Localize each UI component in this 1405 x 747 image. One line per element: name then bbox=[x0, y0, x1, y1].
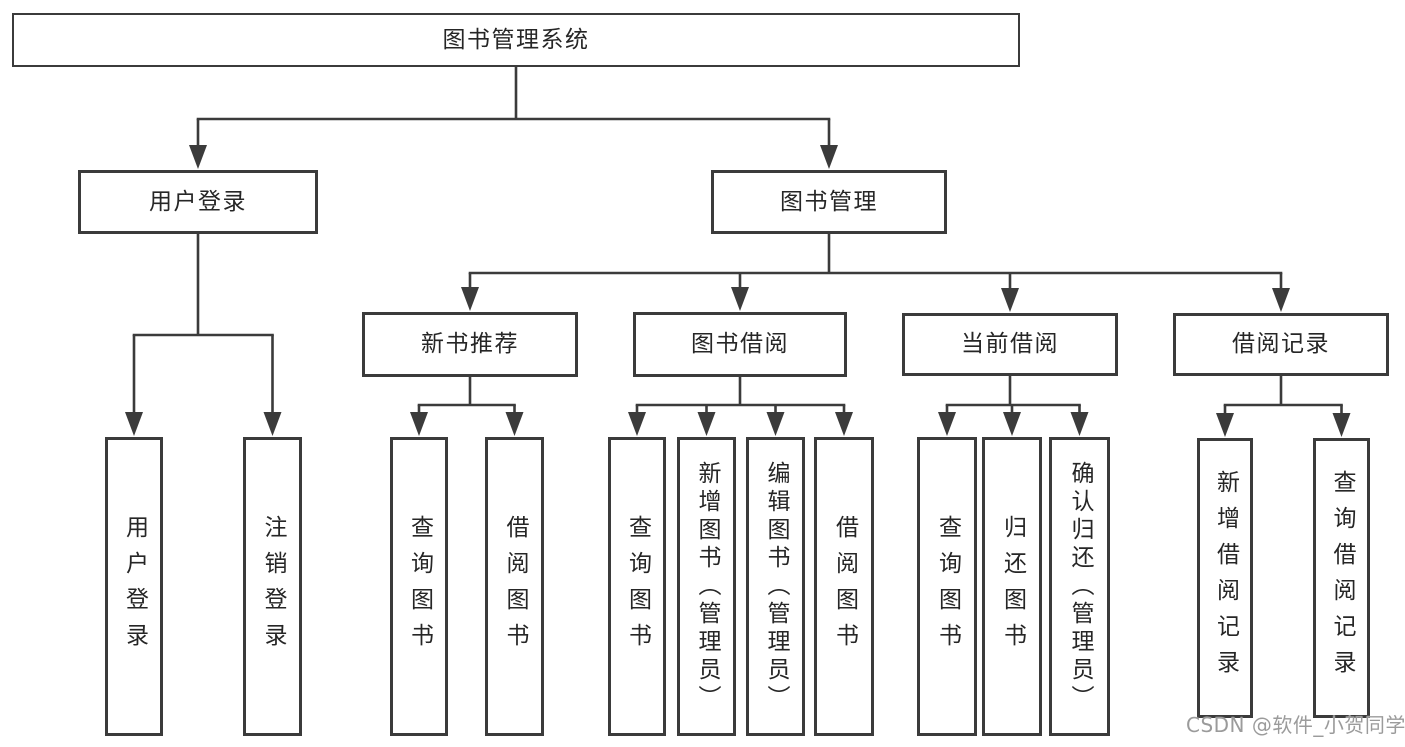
node-label: 借阅图书 bbox=[502, 514, 528, 659]
node-label: 图书管理系统 bbox=[442, 26, 590, 53]
node-bb-borrow-books: 借阅图书 bbox=[814, 437, 874, 736]
arrowhead-down-icon bbox=[1001, 288, 1019, 312]
node-label: 图书管理 bbox=[780, 188, 878, 215]
node-borrowing-records: 借阅记录 bbox=[1173, 313, 1389, 376]
arrowhead-down-icon bbox=[697, 412, 716, 436]
node-label: 查询图书 bbox=[624, 514, 651, 659]
arrowhead-down-icon bbox=[1272, 288, 1290, 312]
node-label: 图书借阅 bbox=[691, 331, 789, 357]
node-login: 用户登录 bbox=[105, 437, 163, 736]
node-label: 查询图书 bbox=[406, 514, 433, 659]
node-label: 新书推荐 bbox=[421, 331, 519, 357]
node-bb-add-books: 新增图书（管理员） bbox=[677, 437, 736, 736]
node-current-borrowing: 当前借阅 bbox=[902, 313, 1118, 376]
node-label: 确认归还（管理员） bbox=[1067, 460, 1093, 713]
arrowhead-down-icon bbox=[1332, 413, 1351, 437]
node-book-borrowing: 图书借阅 bbox=[633, 312, 847, 377]
arrowhead-down-icon bbox=[628, 412, 646, 436]
node-label: 用户登录 bbox=[149, 188, 247, 215]
node-nb-borrow-books: 借阅图书 bbox=[485, 437, 544, 736]
arrowhead-down-icon bbox=[1070, 412, 1089, 436]
node-library-system: 图书管理系统 bbox=[12, 13, 1020, 67]
node-label: 借阅图书 bbox=[831, 514, 858, 659]
node-label: 归还图书 bbox=[999, 514, 1026, 659]
arrowhead-down-icon bbox=[410, 412, 428, 436]
arrowhead-down-icon bbox=[938, 412, 956, 436]
node-label: 新增借阅记录 bbox=[1212, 470, 1239, 686]
node-br-add-record: 新增借阅记录 bbox=[1197, 438, 1253, 718]
arrowhead-down-icon bbox=[189, 145, 207, 169]
arrowhead-down-icon bbox=[461, 287, 479, 311]
arrowhead-down-icon bbox=[505, 412, 524, 436]
node-br-query-record: 查询借阅记录 bbox=[1313, 438, 1370, 718]
node-label: 查询图书 bbox=[934, 514, 961, 659]
arrowhead-down-icon bbox=[1216, 413, 1234, 437]
node-cb-query-books: 查询图书 bbox=[917, 437, 977, 736]
node-label: 用户登录 bbox=[121, 514, 148, 659]
node-cb-return-books: 归还图书 bbox=[982, 437, 1042, 736]
node-label: 注销登录 bbox=[260, 514, 286, 659]
arrowhead-down-icon bbox=[731, 287, 749, 311]
node-nb-query-books: 查询图书 bbox=[390, 437, 448, 736]
node-new-book-recommend: 新书推荐 bbox=[362, 312, 578, 377]
node-label: 当前借阅 bbox=[961, 331, 1059, 357]
node-label: 查询借阅记录 bbox=[1329, 470, 1355, 686]
arrowhead-down-icon bbox=[263, 412, 282, 436]
node-book-management: 图书管理 bbox=[711, 170, 947, 234]
node-user-login: 用户登录 bbox=[78, 170, 318, 234]
node-label: 新增图书（管理员） bbox=[694, 460, 720, 713]
node-bb-query-books: 查询图书 bbox=[608, 437, 666, 736]
node-label: 编辑图书（管理员） bbox=[763, 460, 789, 713]
node-logout: 注销登录 bbox=[243, 437, 302, 736]
arrowhead-down-icon bbox=[1003, 412, 1021, 436]
arrowhead-down-icon bbox=[835, 412, 853, 436]
node-cb-confirm-return: 确认归还（管理员） bbox=[1049, 437, 1110, 736]
watermark: CSDN @软件_小贺同学 bbox=[1186, 713, 1405, 737]
arrowhead-down-icon bbox=[766, 412, 785, 436]
node-bb-edit-books: 编辑图书（管理员） bbox=[746, 437, 805, 736]
node-label: 借阅记录 bbox=[1232, 331, 1330, 357]
arrowhead-down-icon bbox=[125, 412, 143, 436]
arrowhead-down-icon bbox=[820, 145, 838, 169]
